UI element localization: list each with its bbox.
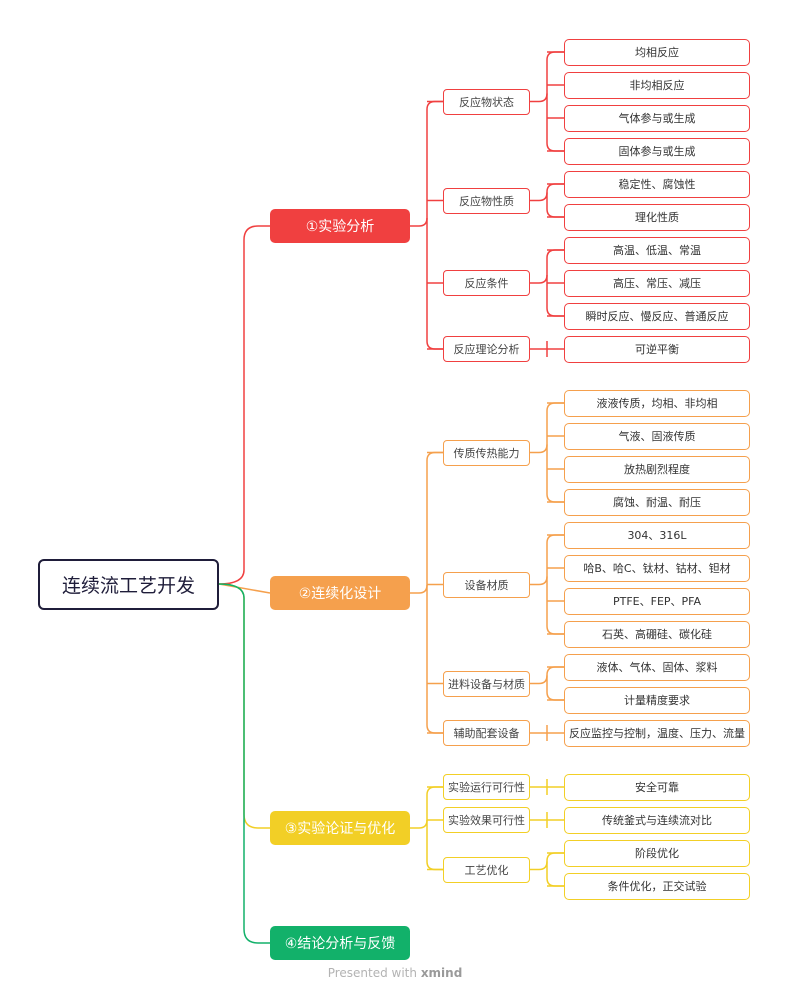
watermark: Presented with xmind [0,966,790,980]
sub-topic[interactable]: 反应条件 [443,270,530,296]
sub-topic[interactable]: 辅助配套设备 [443,720,530,746]
sub-topic[interactable]: 进料设备与材质 [443,670,530,697]
leaf-topic[interactable]: 放热剧烈程度 [564,455,750,483]
sub-topic[interactable]: 反应物性质 [443,187,530,214]
leaf-topic[interactable]: 条件优化，正交试验 [564,872,750,900]
leaf-topic[interactable]: 哈B、哈C、钛材、钴材、钽材 [564,554,750,582]
leaf-topic[interactable]: 传统釜式与连续流对比 [564,806,750,834]
branch-topic-2[interactable]: ②连续化设计 [270,576,410,610]
leaf-topic[interactable]: 理化性质 [564,203,750,231]
branch-connector [218,225,270,585]
leaf-topic[interactable]: 高温、低温、常温 [564,236,750,264]
leaf-topic[interactable]: 瞬时反应、慢反应、普通反应 [564,302,750,330]
leaf-topic[interactable]: 反应监控与控制，温度、压力、流量 [564,719,750,747]
leaf-topic[interactable]: 石英、高硼硅、碳化硅 [564,620,750,648]
leaf-topic[interactable]: PTFE、FEP、PFA [564,587,750,615]
sub-topic[interactable]: 实验运行可行性 [443,774,530,800]
leaf-topic[interactable]: 304、316L [564,521,750,549]
sub-topic[interactable]: 设备材质 [443,571,530,598]
leaf-topic[interactable]: 安全可靠 [564,773,750,801]
leaf-topic[interactable]: 腐蚀、耐温、耐压 [564,488,750,516]
leaf-topic[interactable]: 气液、固液传质 [564,422,750,450]
root-topic[interactable]: 连续流工艺开发 [38,559,219,610]
leaf-topic[interactable]: 液液传质，均相、非均相 [564,389,750,417]
sub-topic[interactable]: 反应理论分析 [443,336,530,362]
leaf-topic[interactable]: 稳定性、腐蚀性 [564,170,750,198]
sub-topic[interactable]: 工艺优化 [443,856,530,883]
sub-topic[interactable]: 反应物状态 [443,88,530,115]
sub-topic[interactable]: 传质传热能力 [443,439,530,466]
leaf-topic[interactable]: 非均相反应 [564,71,750,99]
leaf-topic[interactable]: 高压、常压、减压 [564,269,750,297]
leaf-topic[interactable]: 均相反应 [564,38,750,66]
leaf-topic[interactable]: 可逆平衡 [564,335,750,363]
sub-topic[interactable]: 实验效果可行性 [443,807,530,833]
leaf-topic[interactable]: 固体参与或生成 [564,137,750,165]
leaf-topic[interactable]: 计量精度要求 [564,686,750,714]
branch-connector [218,583,271,594]
branch-connector [218,583,270,944]
branch-topic-1[interactable]: ①实验分析 [270,209,410,243]
leaf-topic[interactable]: 液体、气体、固体、浆料 [564,653,750,681]
leaf-topic[interactable]: 阶段优化 [564,839,750,867]
branch-topic-4[interactable]: ④结论分析与反馈 [270,926,410,960]
branch-topic-3[interactable]: ③实验论证与优化 [270,811,410,845]
watermark-brand: xmind [420,966,463,980]
watermark-prefix: Presented with [327,966,417,980]
leaf-topic[interactable]: 气体参与或生成 [564,104,750,132]
